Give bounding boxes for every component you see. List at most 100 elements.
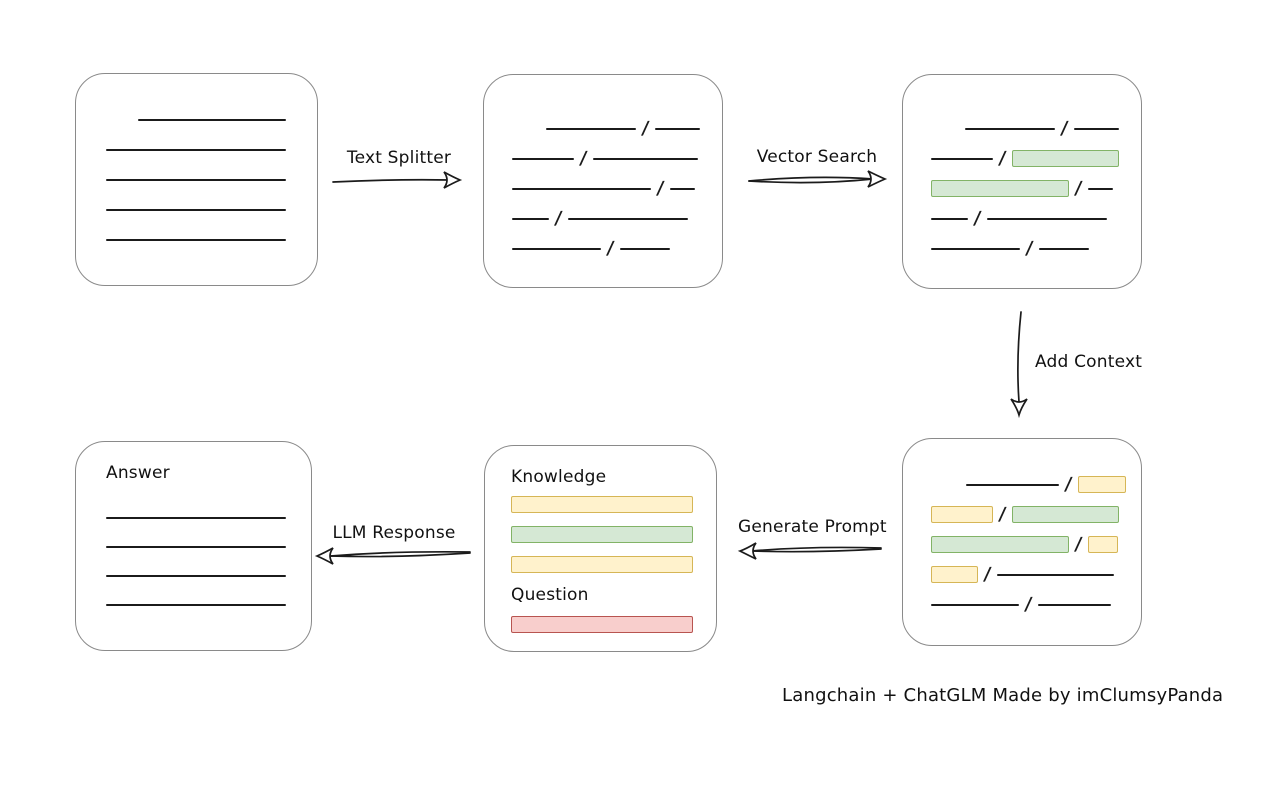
text-line bbox=[106, 209, 286, 211]
chunk-line bbox=[1087, 187, 1113, 190]
llm-response-arrow bbox=[314, 547, 471, 565]
text-line bbox=[106, 239, 286, 241]
document-lines bbox=[76, 74, 317, 241]
separator-slash: / bbox=[605, 238, 616, 259]
chunk-line bbox=[931, 603, 1019, 606]
chunk-rows: / / / / / bbox=[903, 75, 1141, 259]
add-context-arrow bbox=[1010, 311, 1028, 419]
chunk-line bbox=[512, 247, 601, 250]
text-line bbox=[106, 517, 286, 519]
separator-slash: / bbox=[1073, 534, 1084, 555]
chunk-row: / bbox=[512, 118, 722, 139]
chunk-line bbox=[966, 483, 1059, 486]
chunk-row: / bbox=[931, 208, 1141, 229]
generate-prompt-label: Generate Prompt bbox=[738, 517, 887, 537]
chunk-row: / bbox=[931, 564, 1141, 585]
text-line bbox=[106, 149, 286, 151]
text-line bbox=[106, 546, 286, 548]
chunk-line bbox=[986, 217, 1107, 220]
separator-slash: / bbox=[997, 504, 1008, 525]
chunk-line bbox=[512, 157, 574, 160]
context-chunk-yellow bbox=[931, 506, 993, 523]
knowledge-bar-yellow bbox=[511, 496, 693, 513]
add-context-label: Add Context bbox=[1035, 352, 1143, 372]
text-line bbox=[106, 575, 286, 577]
question-bar-red bbox=[511, 616, 693, 633]
chunk-line bbox=[654, 127, 700, 130]
chunk-line bbox=[592, 157, 698, 160]
chunks-box: / / / / / bbox=[483, 74, 723, 288]
text-line bbox=[106, 604, 286, 606]
vector-search-label: Vector Search bbox=[756, 147, 878, 167]
text-splitter-arrow bbox=[332, 171, 463, 189]
generate-prompt-arrow bbox=[737, 542, 882, 560]
chunk-line bbox=[965, 127, 1055, 130]
matched-chunk-green bbox=[931, 180, 1069, 197]
chunk-row: / bbox=[931, 474, 1141, 495]
context-chunk-yellow bbox=[1087, 536, 1118, 553]
chunk-row: / bbox=[512, 178, 722, 199]
question-label: Question bbox=[511, 585, 589, 605]
prompt-content: Knowledge Question bbox=[485, 446, 716, 633]
chunk-rows: / / / / / bbox=[484, 75, 722, 259]
separator-slash: / bbox=[1024, 238, 1035, 259]
separator-slash: / bbox=[982, 564, 993, 585]
answer-lines bbox=[106, 517, 311, 606]
separator-slash: / bbox=[640, 118, 651, 139]
context-chunk-yellow bbox=[931, 566, 978, 583]
knowledge-bar-yellow bbox=[511, 556, 693, 573]
chunk-row: / bbox=[931, 148, 1141, 169]
vector-search-arrow bbox=[748, 170, 888, 188]
separator-slash: / bbox=[1023, 594, 1034, 615]
chunk-row: / bbox=[931, 504, 1141, 525]
chunk-line bbox=[669, 187, 695, 190]
chunk-line bbox=[619, 247, 670, 250]
knowledge-bar-green bbox=[511, 526, 693, 543]
matched-chunk-green bbox=[1011, 150, 1119, 167]
separator-slash: / bbox=[972, 208, 983, 229]
chunk-line bbox=[567, 217, 688, 220]
chunk-line bbox=[512, 217, 549, 220]
chunk-line bbox=[996, 573, 1114, 576]
separator-slash: / bbox=[1063, 474, 1074, 495]
chunk-line bbox=[1038, 247, 1089, 250]
chunk-rows: / / / / / bbox=[903, 439, 1141, 615]
matched-chunk-green bbox=[1011, 506, 1119, 523]
knowledge-label: Knowledge bbox=[511, 467, 607, 487]
prompt-box: Knowledge Question bbox=[484, 445, 717, 652]
chunk-row: / bbox=[931, 594, 1141, 615]
chunk-line bbox=[931, 217, 968, 220]
text-splitter-label: Text Splitter bbox=[346, 148, 452, 168]
separator-slash: / bbox=[655, 178, 666, 199]
chunk-line bbox=[546, 127, 636, 130]
chunk-row: / bbox=[512, 208, 722, 229]
answer-label: Answer bbox=[106, 463, 170, 483]
text-line bbox=[138, 119, 286, 121]
separator-slash: / bbox=[997, 148, 1008, 169]
context-chunks-box: / / / / / bbox=[902, 438, 1142, 646]
chunk-line bbox=[512, 187, 651, 190]
chunk-line bbox=[1073, 127, 1119, 130]
separator-slash: / bbox=[1073, 178, 1084, 199]
context-chunk-yellow bbox=[1077, 476, 1126, 493]
answer-box: Answer bbox=[75, 441, 312, 651]
separator-slash: / bbox=[1059, 118, 1070, 139]
chunk-line bbox=[1037, 603, 1111, 606]
diagram-caption: Langchain + ChatGLM Made by imClumsyPand… bbox=[782, 685, 1224, 706]
text-line bbox=[106, 179, 286, 181]
chunk-row: / bbox=[931, 118, 1141, 139]
chunk-row: / bbox=[931, 238, 1141, 259]
chunk-row: / bbox=[512, 238, 722, 259]
separator-slash: / bbox=[578, 148, 589, 169]
chunk-line bbox=[931, 247, 1020, 250]
separator-slash: / bbox=[553, 208, 564, 229]
chunk-line bbox=[931, 157, 993, 160]
vector-matches-box: / / / / / bbox=[902, 74, 1142, 289]
chunk-row: / bbox=[512, 148, 722, 169]
answer-content: Answer bbox=[76, 442, 311, 606]
chunk-row: / bbox=[931, 534, 1141, 555]
llm-response-label: LLM Response bbox=[332, 523, 456, 543]
document-box bbox=[75, 73, 318, 286]
chunk-row: / bbox=[931, 178, 1141, 199]
